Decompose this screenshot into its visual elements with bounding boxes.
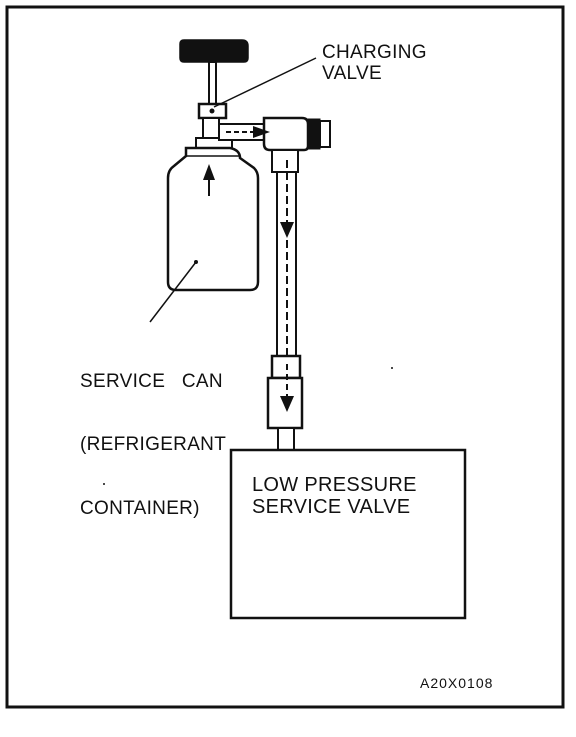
- valve-stem: [208, 61, 217, 105]
- coupler-tip: [277, 427, 295, 451]
- service-can-label-line1: SERVICE CAN: [80, 370, 223, 392]
- hose-flow-arrow: [280, 222, 294, 238]
- figure-frame: [5, 5, 565, 709]
- coupler-flow-arrow: [280, 396, 294, 412]
- tee-fitting: [262, 116, 310, 152]
- can-body: [166, 146, 260, 292]
- charging-valve-label-line1: CHARGING: [322, 42, 427, 63]
- tee-cap-knurl: [319, 120, 331, 148]
- figure-code: A20X0108: [420, 675, 494, 691]
- hose-coupler: [266, 354, 304, 451]
- charging-valve-label-line2: VALVE: [322, 63, 382, 85]
- charging-valve: [179, 39, 331, 152]
- hose-elbow: [271, 149, 299, 173]
- charging-hose: [271, 149, 299, 356]
- outlet-flow-arrow: [253, 126, 270, 138]
- charging-valve-label: CHARGING VALVE: [322, 42, 427, 85]
- low-pressure-valve-box: [229, 448, 467, 620]
- service-can-leader: [149, 261, 197, 323]
- service-can-label-line3: CONTAINER): [80, 498, 200, 520]
- low-pressure-valve-label-line2: SERVICE VALVE: [252, 496, 411, 519]
- service-can-label-line2: (REFRIGERANT: [80, 434, 227, 456]
- tee-cap: [307, 118, 321, 150]
- service-can: [166, 146, 260, 292]
- valve-pin: [209, 108, 215, 114]
- low-pressure-valve-label-line1: LOW PRESSURE: [252, 474, 417, 496]
- charging-valve-leader: [213, 57, 317, 108]
- valve-handle: [179, 39, 249, 63]
- service-can-label: SERVICE CAN (REFRIGERANT CONTAINER): [80, 328, 226, 562]
- can-flow-arrow: [203, 164, 215, 180]
- low-pressure-valve-label: LOW PRESSURE SERVICE VALVE: [252, 474, 417, 519]
